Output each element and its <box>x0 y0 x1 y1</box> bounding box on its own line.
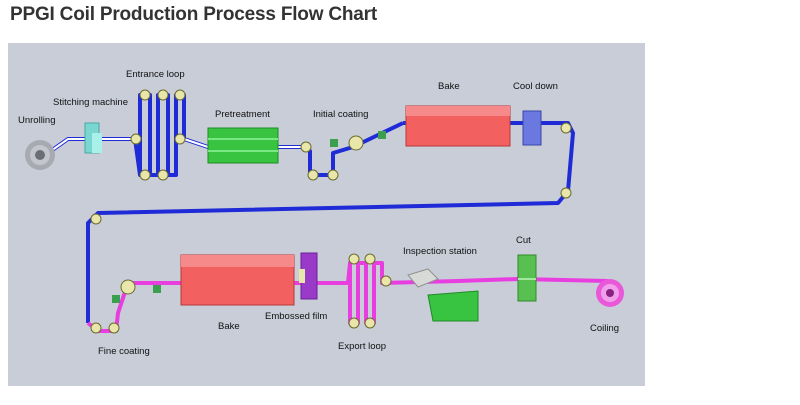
cut-unit <box>517 254 537 302</box>
entrance-loop <box>130 89 186 181</box>
inspection-station <box>407 268 479 322</box>
label-bake-top: Bake <box>438 81 460 92</box>
label-bake-bottom: Bake <box>218 321 240 332</box>
stitching-machine <box>84 122 102 154</box>
label-stitching-machine: Stitching machine <box>53 97 128 108</box>
label-fine-coating: Fine coating <box>98 346 150 357</box>
label-export-loop: Export loop <box>338 341 386 352</box>
label-embossed-film: Embossed film <box>265 311 327 322</box>
label-initial-coating: Initial coating <box>313 109 368 120</box>
label-inspection-station: Inspection station <box>403 246 477 257</box>
process-flow-diagram: Unrolling Stitching machine Entrance loo… <box>8 43 645 386</box>
page-title: PPGI Coil Production Process Flow Chart <box>10 4 377 25</box>
pretreatment-tank <box>207 127 279 164</box>
embossed-film-unit <box>299 252 318 300</box>
coiling-coil <box>596 279 624 307</box>
unrolling-coil <box>25 140 55 170</box>
label-unrolling: Unrolling <box>18 115 56 126</box>
label-pretreatment: Pretreatment <box>215 109 270 120</box>
label-cut: Cut <box>516 235 531 246</box>
fine-coating-unit <box>112 279 161 303</box>
bake-oven-top <box>405 105 511 147</box>
bake-oven-bottom <box>180 254 295 306</box>
turn-rollers-left <box>90 213 120 334</box>
cool-down-unit <box>522 110 572 199</box>
label-entrance-loop: Entrance loop <box>126 69 185 80</box>
export-loop <box>348 253 392 329</box>
label-coiling: Coiling <box>590 323 619 334</box>
label-cool-down: Cool down <box>513 81 558 92</box>
initial-coating-unit <box>300 131 386 181</box>
